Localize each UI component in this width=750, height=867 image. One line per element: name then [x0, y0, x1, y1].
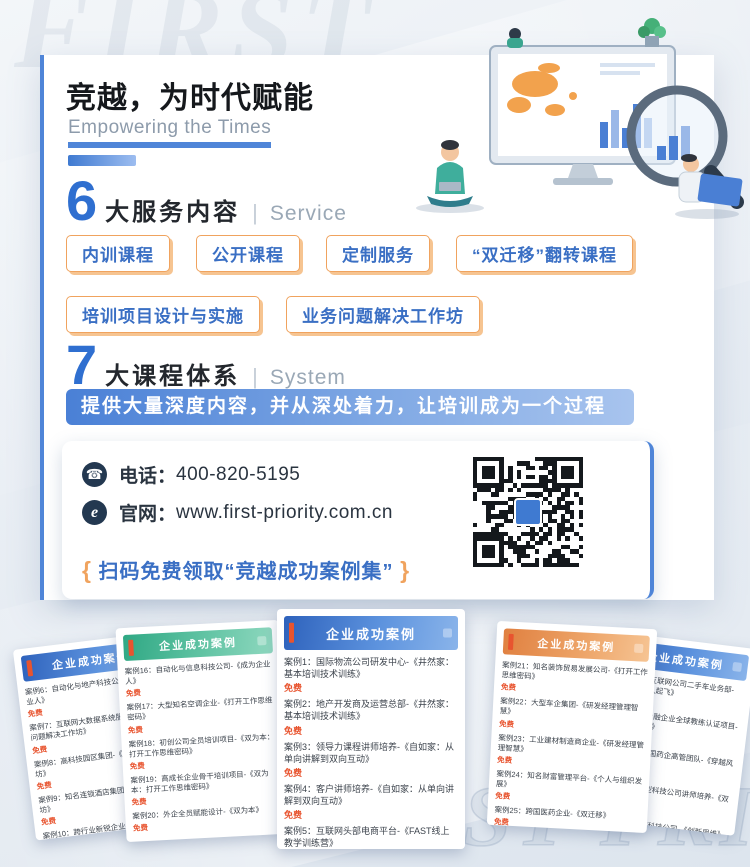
case-card-header: 企业成功案例	[502, 628, 650, 662]
page-subtitle: Empowering the Times	[68, 117, 272, 148]
qr-code	[470, 454, 586, 570]
case-item: 案例1：国际物流公司研发中心-《井然家：基本培训技术训练》	[284, 657, 455, 680]
case-card-header: 企业成功案例	[122, 627, 274, 662]
service-count: 6	[66, 169, 98, 232]
sitting-figure-on-monitor	[507, 28, 523, 48]
slogan-brace-close: }	[400, 557, 411, 583]
system-count: 7	[66, 333, 98, 396]
phone-number: 400-820-5195	[176, 463, 301, 485]
case-item: 案例2：地产开发商及运营总部-《井然家：基本培训技术训练》	[284, 699, 455, 722]
free-badge: 免费	[284, 767, 303, 778]
case-card-center[interactable]: 企业成功案例 案例1：国际物流公司研发中心-《井然家：基本培训技术训练》 免费 …	[277, 609, 465, 849]
free-badge: 免费	[284, 683, 303, 694]
tag-custom-service[interactable]: 定制服务	[326, 235, 430, 272]
plant-icon	[638, 18, 666, 47]
hero-illustration	[416, 18, 744, 219]
person-right-board	[675, 154, 743, 219]
system-heading: 大课程体系	[105, 363, 241, 390]
phone-icon: ☎	[82, 462, 107, 487]
qr-logo	[514, 498, 542, 526]
tag-problem-workshop[interactable]: 业务问题解决工作坊	[286, 296, 480, 333]
service-tags: 内训课程 公开课程 定制服务 “双迁移”翻转课程 培训项目设计与实施 业务问题解…	[66, 235, 696, 357]
website-icon: e	[82, 500, 107, 525]
heading-divider: |	[252, 364, 258, 389]
person-left-laptop	[416, 140, 484, 213]
service-section-heading: 6 大服务内容 | Service	[66, 173, 347, 229]
case-item: 案例3：领导力课程讲师培养-《自如家：从单向讲解到双向互动》	[284, 741, 455, 764]
heading-divider: |	[252, 200, 258, 225]
main-card: 竞越，为时代赋能 Empowering the Times 6 大服务内容 | …	[40, 55, 714, 600]
page-title: 竞越，为时代赋能	[66, 82, 314, 115]
free-badge: 免费	[284, 810, 303, 821]
case-card-left-inner[interactable]: 企业成功案例 案例16：自动化与信息科技公司-《成为企业人》 免费 案例17：大…	[115, 619, 290, 843]
slogan-brace-open: {	[82, 557, 92, 583]
case-card-right-inner[interactable]: 企业成功案例 案例21：知名装饰贸易发展公司-《打开工作思维密码》 免费 案例2…	[486, 620, 658, 834]
website-url[interactable]: www.first-priority.com.cn	[176, 501, 393, 523]
service-heading-en: Service	[269, 202, 347, 225]
system-section-heading: 7 大课程体系 | System	[66, 337, 346, 393]
case-item: 案例5：互联网头部电商平台-《FAST线上教学训练营》	[284, 826, 450, 849]
service-heading: 大服务内容	[105, 199, 241, 226]
slogan-text: 扫码免费领取“竞越成功案例集”	[98, 561, 394, 583]
tag-training-design[interactable]: 培训项目设计与实施	[66, 296, 260, 333]
system-banner: 提供大量深度内容，并从深处着力，让培训成为一个过程	[66, 389, 634, 425]
case-item: 案例4：客户讲师培养-《自如家：从单向讲解到双向互动》	[284, 783, 455, 806]
system-heading-en: System	[269, 366, 346, 389]
contact-card: ☎ 电话： 400-820-5195 e 官网： www.first-prior…	[62, 441, 654, 599]
website-label: 官网：	[119, 504, 177, 525]
tag-flipped-courses[interactable]: “双迁移”翻转课程	[456, 235, 633, 272]
case-card-header: 企业成功案例	[284, 616, 458, 650]
phone-label: 电话：	[119, 466, 177, 487]
tag-internal-training[interactable]: 内训课程	[66, 235, 170, 272]
accent-bar	[68, 155, 136, 166]
qr-slogan: { 扫码免费领取“竞越成功案例集” }	[82, 555, 410, 584]
tag-public-courses[interactable]: 公开课程	[196, 235, 300, 272]
free-badge: 免费	[284, 725, 303, 736]
